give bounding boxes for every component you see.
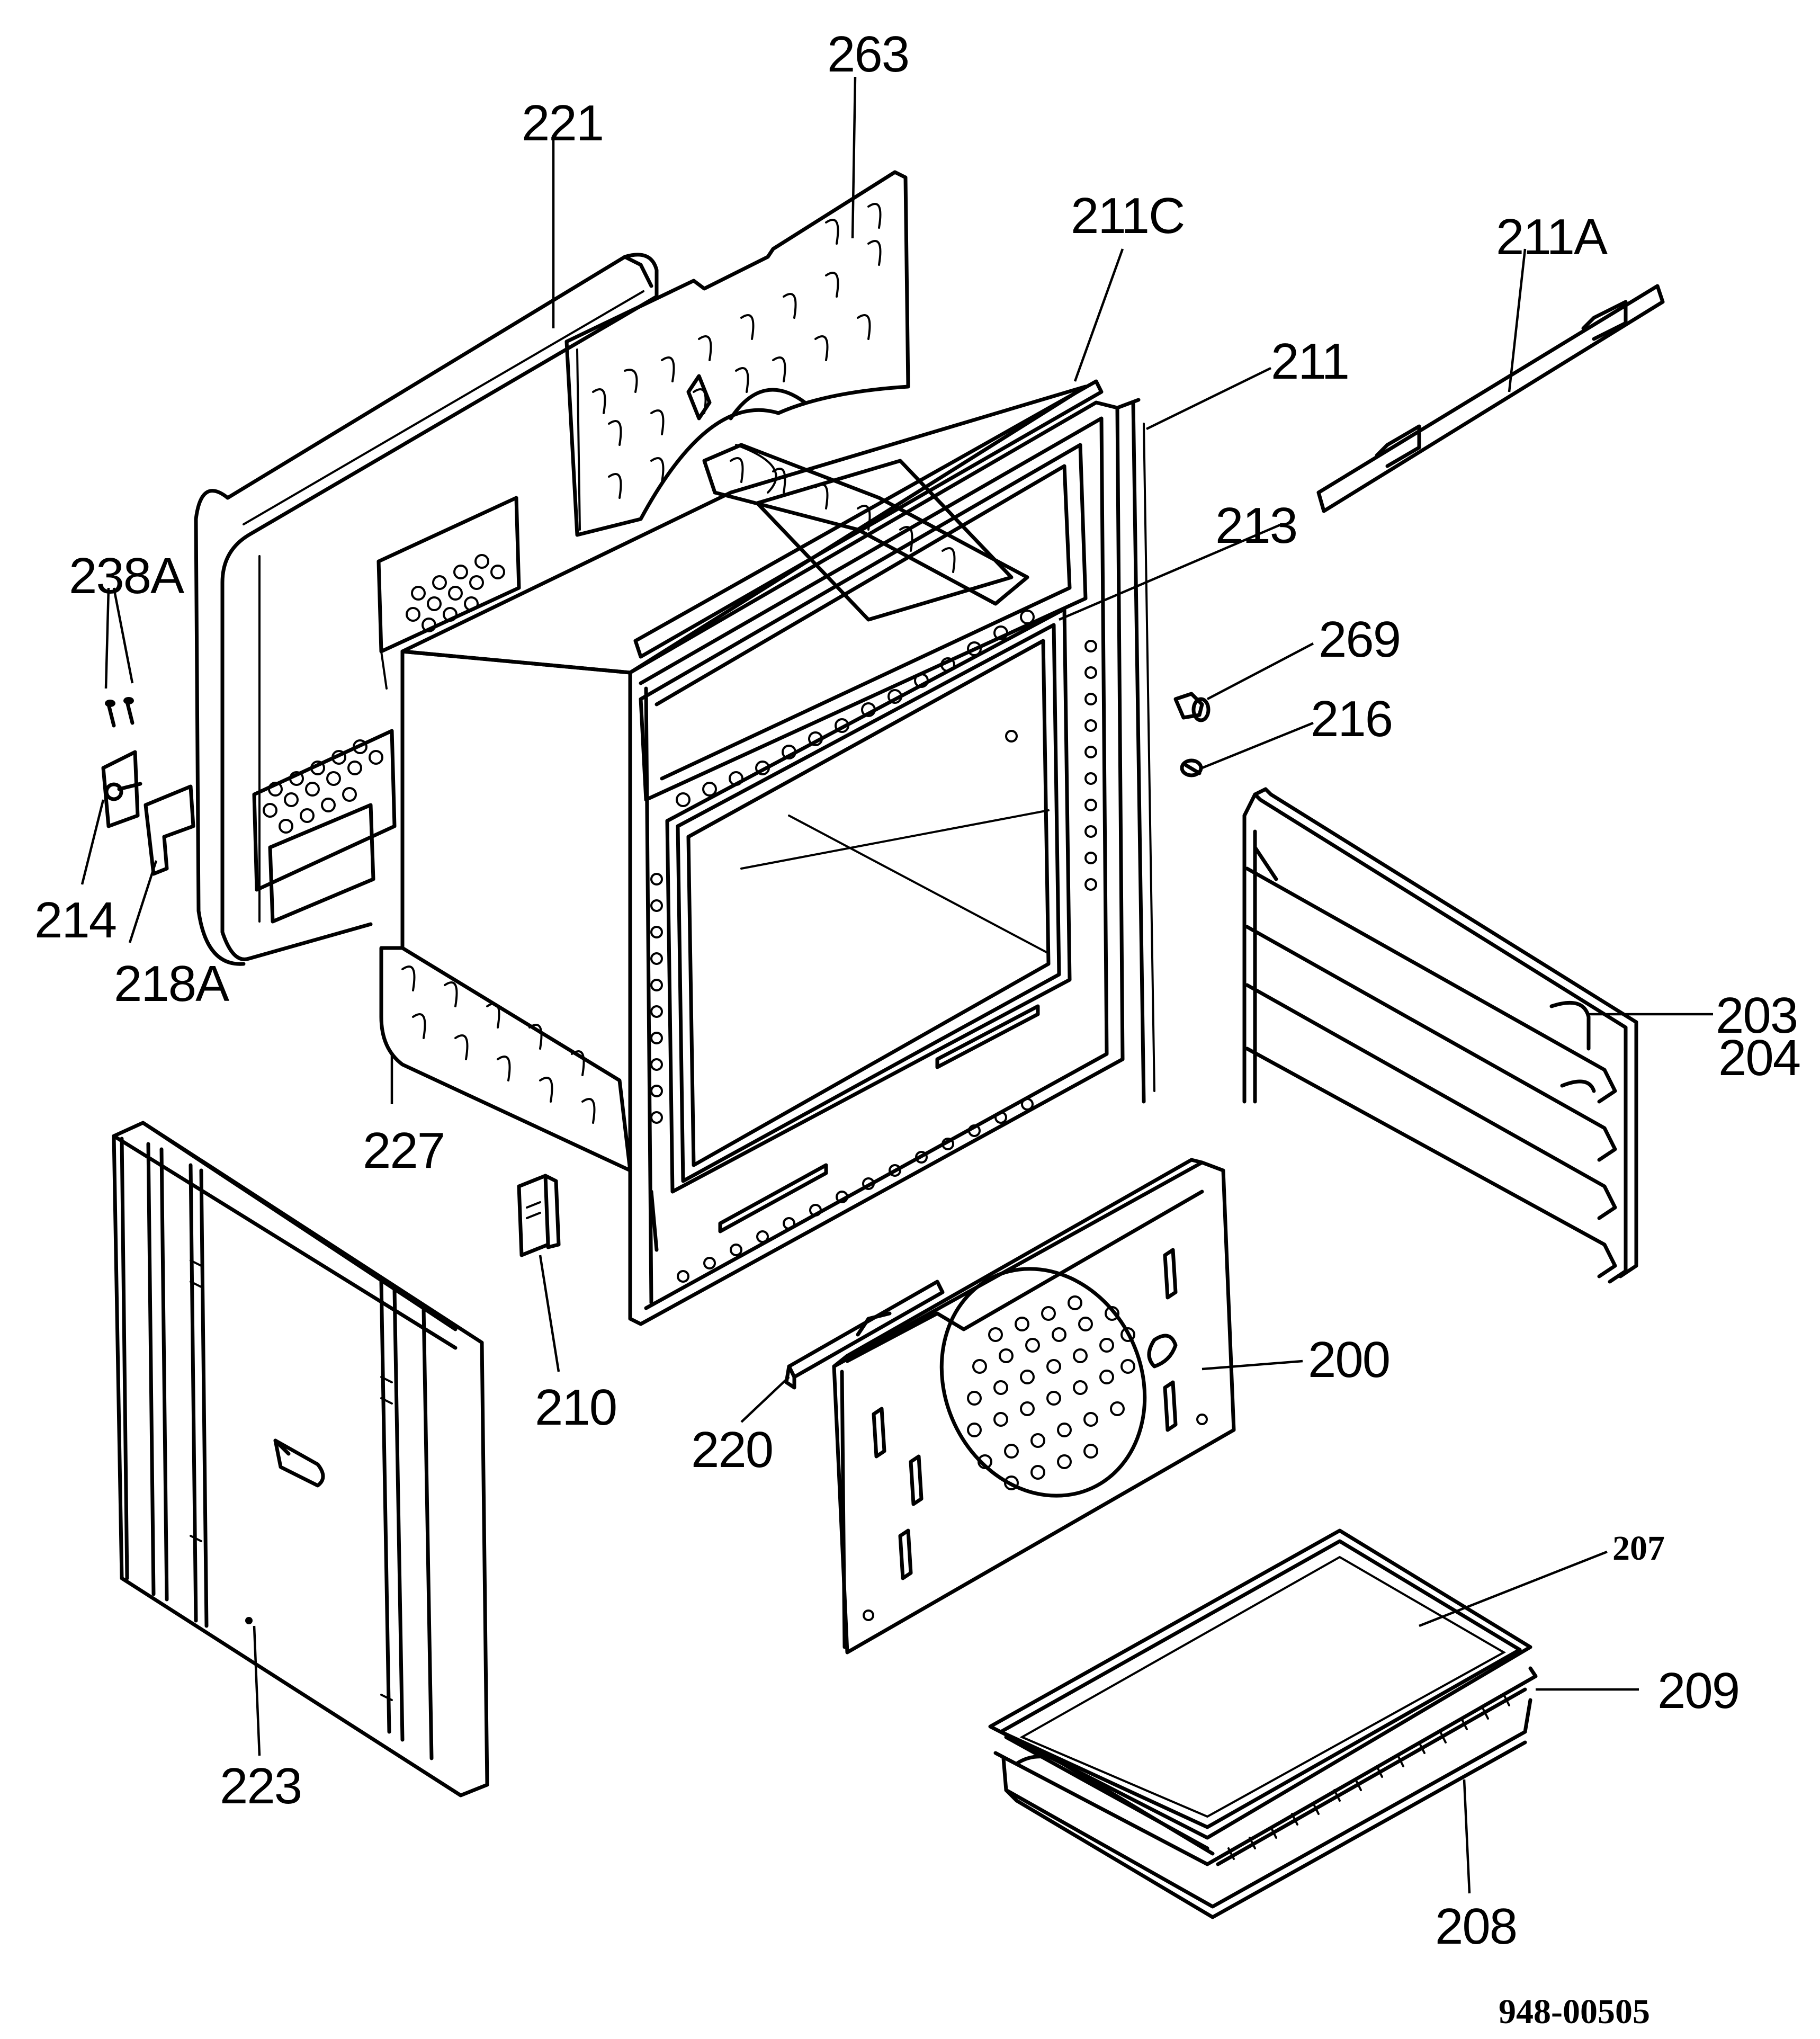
- leader-lines: [80, 76, 1713, 1894]
- label-220: 220: [691, 1421, 773, 1478]
- part-238A-screws: [105, 697, 135, 728]
- label-211C: 211C: [1071, 187, 1184, 244]
- part-220-bracket: [784, 1280, 945, 1390]
- drawing-code: 948-00505: [1499, 1992, 1650, 2031]
- label-208: 208: [1435, 1898, 1517, 1955]
- label-263: 263: [827, 26, 909, 83]
- part-211A-rail: [1316, 284, 1665, 513]
- part-223-door: [112, 1121, 489, 1797]
- oven-cavity: [400, 384, 1088, 950]
- part-203-204-shelf-racks: [1242, 787, 1638, 1284]
- part-269-fastener: [1173, 692, 1211, 722]
- label-213: 213: [1215, 497, 1297, 554]
- label-214: 214: [34, 892, 116, 949]
- label-211A: 211A: [1496, 209, 1608, 265]
- label-204: 204: [1718, 1030, 1800, 1086]
- label-210: 210: [535, 1379, 616, 1436]
- casing-vent-holes: [263, 554, 505, 834]
- part-211-front-frame: [628, 379, 1155, 1326]
- part-227-insulation-bottom: [379, 946, 632, 1173]
- part-labels: 263 221 211C 211A 211 213 238A 269 216 2…: [34, 26, 1801, 2031]
- label-227: 227: [363, 1122, 444, 1179]
- part-200-back-panel: [832, 1158, 1236, 1655]
- frame-holes: [650, 610, 1097, 1283]
- label-211: 211: [1271, 333, 1349, 390]
- label-221: 221: [522, 95, 603, 151]
- part-214-hinge-bracket: [101, 750, 142, 828]
- part-208-baking-tray: [1001, 1698, 1532, 1919]
- label-216: 216: [1311, 691, 1392, 747]
- label-218A: 218A: [114, 955, 229, 1012]
- insulation-band: [702, 443, 1029, 606]
- part-218A-hinge-plate: [144, 784, 195, 876]
- part-210-clip: [517, 1174, 561, 1257]
- part-209-grill-rack: [993, 1666, 1538, 1866]
- part-207-tray: [988, 1528, 1532, 1850]
- label-200: 200: [1308, 1331, 1389, 1388]
- label-269: 269: [1319, 611, 1400, 668]
- label-207: 207: [1612, 1529, 1665, 1568]
- label-223: 223: [220, 1758, 301, 1814]
- fan-grille-holes: [967, 1295, 1135, 1490]
- part-221-casing: [194, 253, 659, 966]
- label-209: 209: [1657, 1662, 1739, 1719]
- part-216-fastener: [1180, 758, 1203, 777]
- label-238A: 238A: [69, 548, 184, 604]
- label-203: 203: [1716, 987, 1797, 1044]
- part-263-insulation-top: [564, 170, 910, 537]
